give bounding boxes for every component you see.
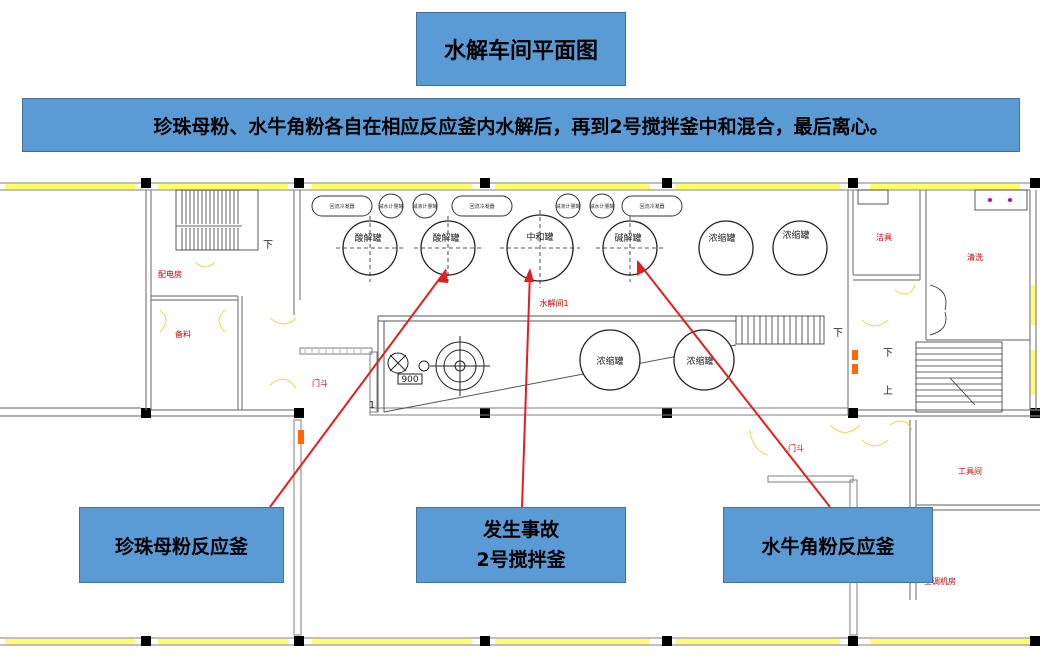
down-label-2: 下 <box>833 328 843 339</box>
small-label-7: 回流冷凝器 <box>639 203 664 210</box>
room-labels: 配电房 备料 洁具 清洗 工具间 空调机房 水解间1 门斗 门斗 <box>158 232 983 586</box>
stair-center <box>735 315 825 345</box>
door-swings <box>159 261 916 456</box>
hall-label: 水解间1 <box>539 298 568 308</box>
tanks <box>342 214 828 391</box>
bottom-wall <box>0 637 1040 646</box>
down-label-1: 下 <box>263 240 273 251</box>
tank-label-conc-3: 浓缩罐 <box>596 355 623 367</box>
room-power: 配电房 <box>158 269 182 279</box>
columns <box>141 178 1040 646</box>
small-label-2: 碱水计量罐 <box>378 203 403 210</box>
tank-label-acid-2: 酸解罐 <box>432 232 459 244</box>
dimension-1: 1 <box>369 400 375 411</box>
stair-top-left <box>175 189 259 251</box>
dimension-900: 900 <box>401 375 418 385</box>
tank-label-conc-1: 浓缩罐 <box>708 232 735 244</box>
down-label-3: 下 <box>883 348 893 359</box>
callout-accident-line2: 2号搅拌釜 <box>476 549 566 571</box>
room-tools: 洁具 <box>876 232 892 242</box>
interior-walls <box>0 190 1040 600</box>
fire-extinguisher-icons <box>298 350 858 444</box>
room-workshop: 工具间 <box>958 467 982 476</box>
callout-accident-line1: 发生事故 <box>482 519 559 541</box>
room-storage: 备料 <box>175 329 191 339</box>
small-label-6: 碱水计量罐 <box>589 203 614 210</box>
side-windows <box>1031 285 1035 395</box>
small-label-3: 碱液计量罐 <box>412 203 437 210</box>
tank-label-neutral: 中和罐 <box>526 231 553 243</box>
tank-label-conc-2: 浓缩罐 <box>782 229 809 241</box>
tank-labels: 酸解罐 酸解罐 中和罐 碱解罐 浓缩罐 浓缩罐 浓缩罐 浓缩罐 <box>354 229 809 367</box>
up-label-1: 上 <box>883 385 893 397</box>
bottom-windows <box>5 639 1030 644</box>
tank-label-acid-1: 酸解罐 <box>354 232 381 244</box>
equipment-capsules <box>311 193 683 219</box>
equipment-small-labels: 回流冷凝器 碱水计量罐 碱液计量罐 回流冷凝器 碱液计量罐 碱水计量罐 回流冷凝… <box>329 203 664 210</box>
mixer-equipment <box>387 336 490 396</box>
tank-centerlines <box>336 210 664 288</box>
airlock-1: 门斗 <box>312 378 328 388</box>
callout-accident-mixer: 发生事故 2号搅拌釜 <box>416 507 626 583</box>
tank-label-conc-4: 浓缩罐 <box>686 355 713 367</box>
callout-pearl-reactor: 珍珠母粉反应釜 <box>79 507 284 583</box>
stair-direction-labels: 下 下 下 上 1 <box>263 240 893 411</box>
leader-lines <box>269 261 831 508</box>
room-wash: 清洗 <box>967 252 983 262</box>
sink-icon <box>974 189 1028 211</box>
small-label-4: 回流冷凝器 <box>469 203 494 210</box>
callout-buffalo-reactor: 水牛角粉反应釜 <box>723 507 933 583</box>
top-windows <box>5 184 1020 189</box>
door-swings-dark <box>929 284 947 336</box>
airlock-2: 门斗 <box>788 443 804 453</box>
leader-arrowheads <box>438 260 646 283</box>
basin-icon <box>857 189 889 205</box>
process-description: 珍珠母粉、水牛角粉各自在相应反应釜内水解后，再到2号搅拌釜中和混合，最后离心。 <box>22 98 1020 152</box>
tank-label-alkali: 碱解罐 <box>614 232 641 244</box>
room-ac: 空调机房 <box>924 576 956 586</box>
hatch-pattern <box>304 349 362 353</box>
small-label-1: 回流冷凝器 <box>329 203 354 210</box>
plan-title: 水解车间平面图 <box>416 12 626 86</box>
small-label-5: 碱液计量罐 <box>555 203 580 210</box>
stair-right <box>915 341 1003 413</box>
